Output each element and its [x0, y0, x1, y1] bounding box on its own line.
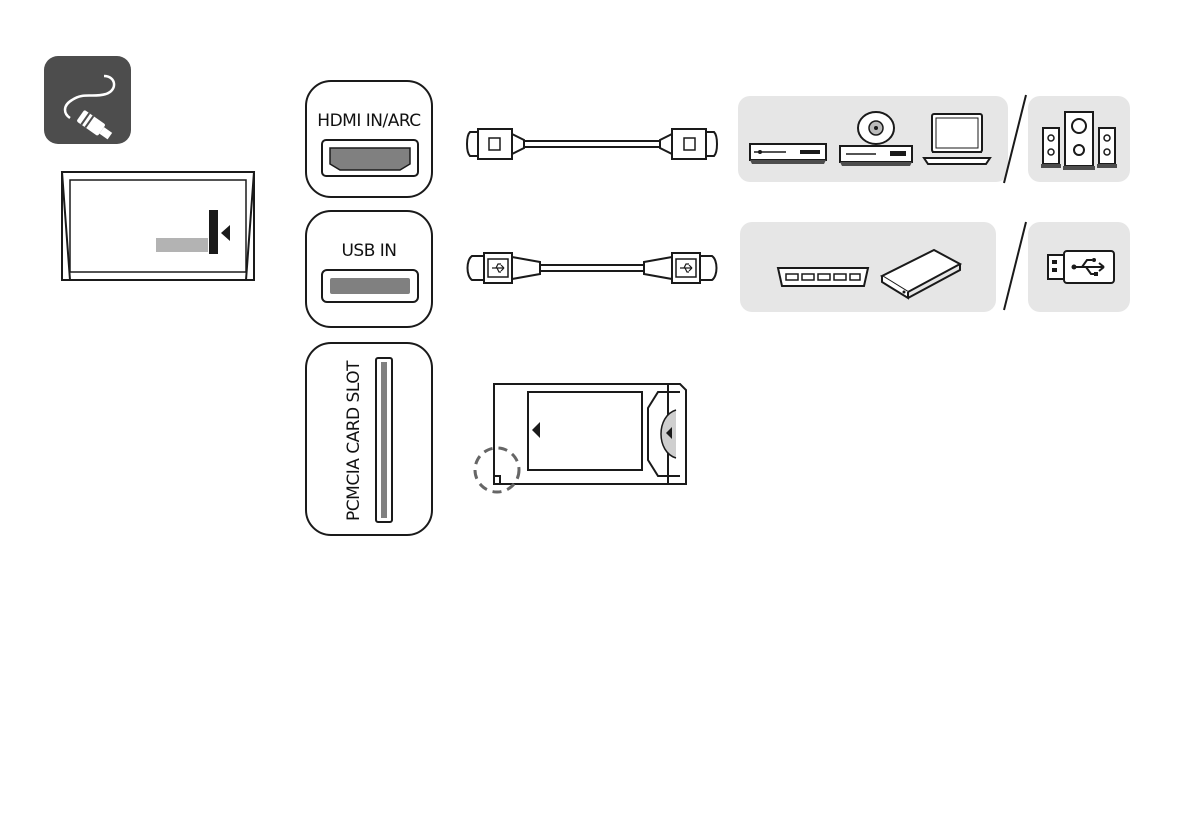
tv-rear-diagram: [58, 168, 258, 288]
usb-devices-panel: [740, 222, 996, 312]
hdmi-port-label: HDMI IN/ARC: [307, 111, 431, 131]
divider-slash-usb: [1002, 220, 1028, 312]
cable-connection-icon: [44, 56, 131, 144]
laptop-icon: [922, 108, 992, 170]
pcmcia-port-box: PCMCIA CARD SLOT: [305, 342, 433, 536]
usb-port-box: USB IN: [305, 210, 433, 328]
external-hdd-icon: [876, 242, 966, 302]
hdmi-port-icon: [320, 138, 420, 178]
hdmi-devices-panel: [738, 96, 1008, 182]
usb-port-icon: [320, 268, 420, 304]
hub-icon: [774, 262, 874, 292]
pcmcia-slot-icon: [373, 356, 397, 524]
hdmi-cable-icon: [464, 124, 720, 164]
divider-slash-hdmi: [1002, 93, 1028, 185]
usb-alt-devices-panel: [1028, 222, 1130, 312]
dvd-player-icon: [836, 106, 916, 168]
usb-port-label: USB IN: [307, 241, 431, 261]
speakers-icon: [1037, 106, 1121, 172]
blu-ray-player-icon: [746, 140, 830, 168]
usb-cable-icon: [464, 248, 720, 288]
hdmi-alt-devices-panel: [1028, 96, 1130, 182]
usb-stick-icon: [1042, 249, 1116, 285]
pcmcia-port-label: PCMCIA CARD SLOT: [344, 361, 364, 521]
ci-card-icon: [470, 380, 690, 500]
hdmi-port-box: HDMI IN/ARC: [305, 80, 433, 198]
